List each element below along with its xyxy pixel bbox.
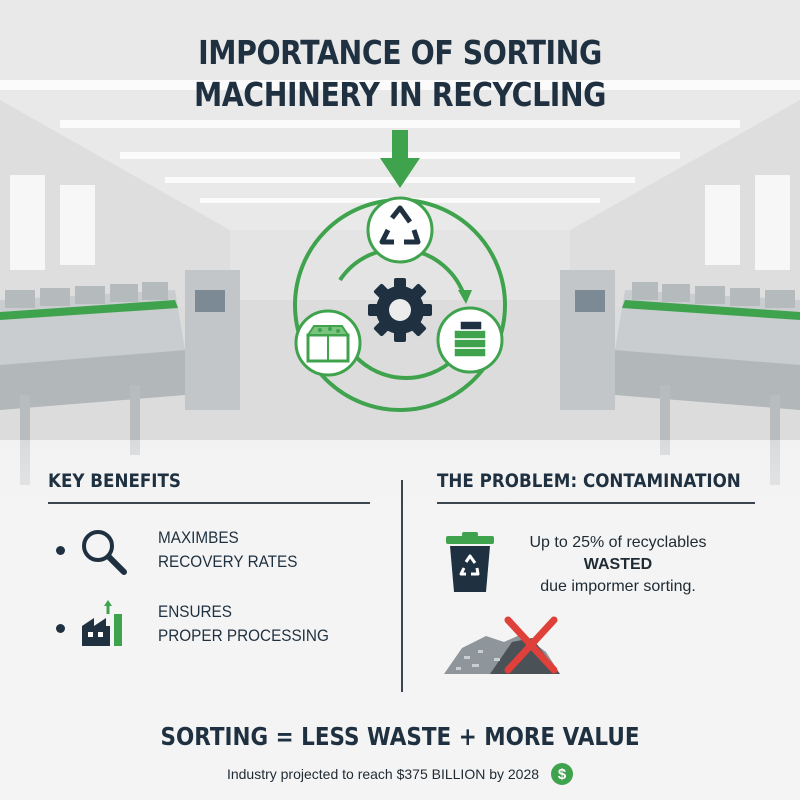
benefits-rule: [48, 502, 370, 504]
title-line-2: MACHINERY IN RECYCLING: [193, 75, 607, 114]
benefit-text-processing: ENSURES PROPER PROCESSING: [158, 602, 329, 645]
contamination-stat: Up to 25% of recyclables WASTED due impo…: [529, 534, 707, 595]
cross-mark-icon: [504, 616, 558, 674]
bullet: [56, 546, 65, 555]
problem-rule: [437, 502, 755, 504]
problem-heading: THE PROBLEM: CONTAMINATION: [437, 470, 741, 492]
benefit-item-recovery: MAXIMBES RECOVERY RATES: [50, 522, 380, 582]
content-backdrop: [0, 440, 800, 800]
gear-icon: [368, 278, 432, 342]
sorted-bin-icon: [294, 309, 362, 377]
sorting-cycle-diagram: [293, 130, 507, 412]
benefit-text-recovery: MAXIMBES RECOVERY RATES: [158, 528, 298, 571]
contaminated-debris-icon: [444, 616, 560, 674]
bullet: [56, 624, 65, 633]
recycling-bin-icon: [446, 532, 494, 592]
projection-text: Industry projected to reach $375 BILLION…: [226, 766, 540, 782]
market-projection: Industry projected to reach $375 BILLION…: [200, 762, 600, 786]
stacked-blocks-icon: [436, 306, 504, 374]
dollar-icon: $: [551, 763, 574, 785]
section-divider: [401, 480, 403, 692]
recycle-icon: [366, 196, 434, 264]
benefits-heading: KEY BENEFITS: [48, 470, 181, 492]
benefit-item-processing: ENSURES PROPER PROCESSING: [50, 598, 380, 658]
page-title: IMPORTANCE OF SORTING MACHINERY IN RECYC…: [56, 32, 744, 116]
title-line-1: IMPORTANCE OF SORTING: [198, 33, 602, 72]
factory-icon: [82, 600, 122, 646]
arrow-down-icon: [380, 130, 420, 188]
magnifier-icon: [82, 530, 127, 575]
tagline: SORTING = LESS WASTE + MORE VALUE: [160, 722, 640, 751]
